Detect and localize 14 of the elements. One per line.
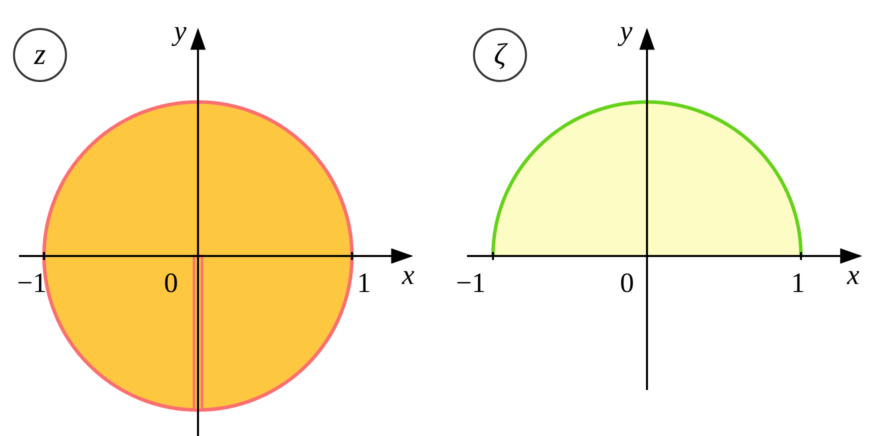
- tick-label: −1: [456, 270, 486, 298]
- tick-label: 0: [620, 270, 634, 298]
- tick-label: 0: [164, 270, 178, 298]
- axis-label: x: [402, 262, 414, 290]
- tick-label: 1: [357, 270, 371, 298]
- axis-label: y: [620, 18, 632, 46]
- tick-label: −1: [17, 270, 47, 298]
- axis-label: x: [847, 262, 860, 290]
- plane-name: z: [34, 40, 46, 70]
- plane-label-circle: [13, 28, 67, 82]
- plane-name: ζ: [494, 40, 506, 70]
- axis-label: y: [174, 18, 186, 46]
- tick-label: 1: [791, 270, 805, 298]
- plane-label-circle: [473, 28, 527, 82]
